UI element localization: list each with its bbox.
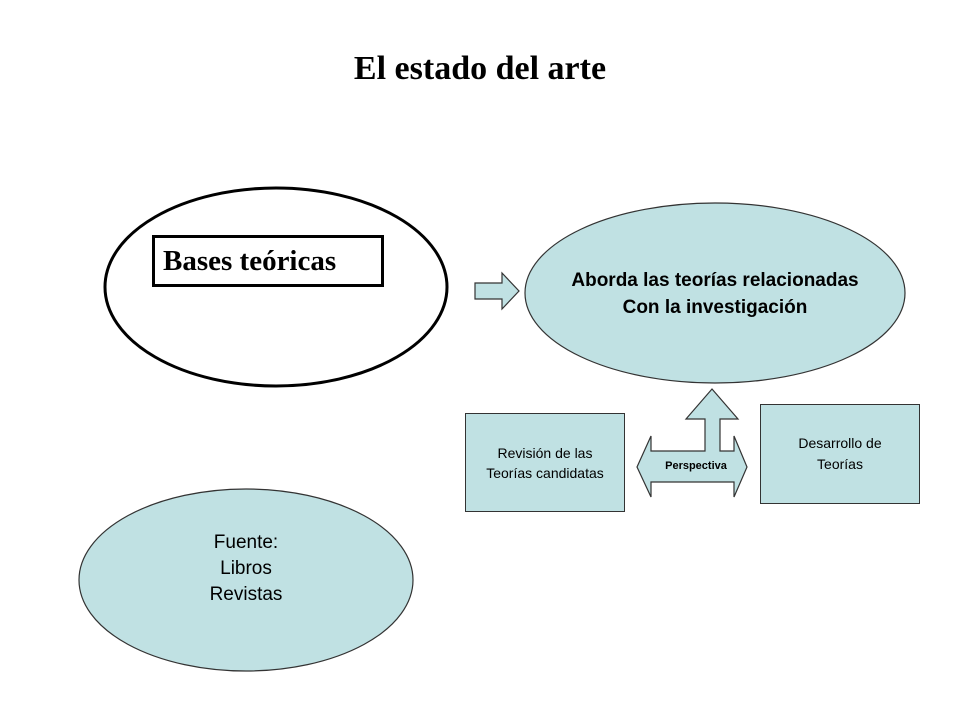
fuente-line-3: Revistas <box>209 584 283 605</box>
revision-line-1: Revisión de las <box>497 444 593 461</box>
perspectiva-arrow-icon <box>636 388 748 498</box>
desarrollo-box: Desarrollo de Teorías <box>760 404 920 504</box>
fuente-line-2: Libros <box>220 558 272 579</box>
aborda-line-1: Aborda las teorías relacionadas <box>571 270 859 291</box>
bases-teoricas-label: Bases teóricas <box>152 235 384 287</box>
revision-line-2: Teorías candidatas <box>486 464 604 481</box>
desarrollo-line-1: Desarrollo de <box>798 435 882 451</box>
aborda-label: Aborda las teorías relacionadas Con la i… <box>525 267 905 321</box>
bases-teoricas-ellipse <box>103 186 449 388</box>
aborda-line-2: Con la investigación <box>622 297 808 318</box>
fuente-line-1: Fuente: <box>213 532 279 553</box>
revision-box: Revisión de las Teorías candidatas <box>465 413 625 512</box>
desarrollo-line-2: Teorías <box>817 456 863 472</box>
fuente-ellipse <box>78 488 414 672</box>
fuente-label: Fuente: Libros Revistas <box>80 530 412 608</box>
right-arrow-icon <box>474 271 520 311</box>
aborda-ellipse <box>524 202 906 384</box>
perspectiva-label: Perspectiva <box>665 460 727 472</box>
page-title: El estado del arte <box>353 50 607 87</box>
